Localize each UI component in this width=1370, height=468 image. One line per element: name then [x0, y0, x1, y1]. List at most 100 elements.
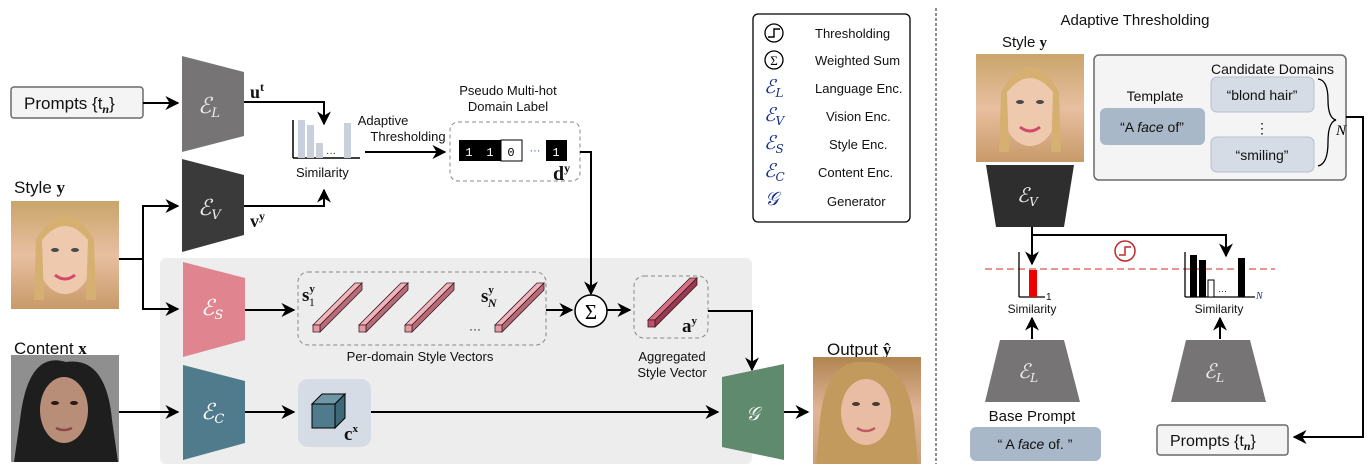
svg-text:ℰL: ℰL	[1204, 359, 1224, 385]
right-language-encoder-candidates: ℰL	[1171, 340, 1266, 402]
style-vector-3	[404, 282, 455, 333]
a-y-label: ay	[682, 315, 698, 337]
domain-bits: 1 1 0 ··· 1	[459, 139, 567, 162]
domain-chip-blond-hair	[1210, 76, 1315, 113]
svg-text:Σ: Σ	[770, 53, 778, 68]
svg-text:ℰS: ℰS	[201, 296, 223, 323]
similarity-chart: ··· Similarity	[292, 120, 360, 180]
svg-text:Candidate Domains: Candidate Domains	[1211, 61, 1334, 77]
candidate-similarity-chart: ··· N Similarity	[1184, 252, 1264, 316]
adaptive-label-2: Thresholding	[370, 129, 445, 144]
similarity-bar	[344, 123, 351, 158]
style-vector-2	[358, 282, 409, 333]
svg-text:ℰC: ℰC	[201, 400, 224, 427]
candidate-bar	[1207, 279, 1215, 298]
svg-text:Σ: Σ	[585, 300, 597, 324]
svg-text:Similarity: Similarity	[1195, 302, 1244, 316]
svg-text:“ A face of. ”: “ A face of. ”	[998, 436, 1073, 452]
right-title: Adaptive Thresholding	[1061, 12, 1210, 29]
base-prompt-chip: “ A face of. ”	[970, 427, 1101, 461]
candidate-bar	[1190, 255, 1197, 297]
output-image	[813, 357, 921, 464]
right-style-label: Style y	[1002, 34, 1048, 51]
aggregated-label-1: Aggregated	[638, 349, 705, 364]
svg-text:1: 1	[486, 146, 493, 160]
output-label: Output ŷ	[827, 340, 892, 359]
base-similarity-chart: 1 Similarity	[1008, 252, 1057, 316]
svg-text:1: 1	[1046, 292, 1052, 303]
similarity-bar	[316, 143, 323, 158]
svg-text:ℰL: ℰL	[1018, 359, 1038, 385]
style-label: Style y	[14, 178, 66, 197]
svg-text:Prompts {tn}: Prompts {tn}	[1170, 433, 1257, 453]
aggregated-vector-bar	[647, 277, 698, 328]
legend-item-vision-enc: ℰV Vision Enc.	[764, 104, 891, 128]
right-vision-encoder: ℰV	[986, 165, 1074, 227]
template-chip	[1100, 108, 1205, 145]
vision-encoder: ℰV	[182, 159, 244, 252]
svg-text:1: 1	[465, 146, 472, 160]
content-encoder: ℰC	[183, 365, 245, 460]
svg-text:ℰV: ℰV	[1017, 183, 1039, 209]
svg-text:Similarity: Similarity	[296, 165, 349, 180]
style-encoder: ℰS	[183, 262, 245, 357]
candidate-bar	[1238, 258, 1245, 297]
svg-text:Similarity: Similarity	[1008, 302, 1057, 316]
similarity-bar	[307, 125, 314, 158]
adaptive-label-1: Adaptive	[358, 113, 409, 128]
svg-text:N: N	[1335, 123, 1347, 139]
svg-text:Thresholding: Thresholding	[815, 26, 890, 41]
similarity-bar	[298, 120, 305, 158]
threshold-icon	[1114, 240, 1136, 262]
svg-text:1: 1	[552, 146, 559, 160]
content-image	[11, 355, 119, 462]
svg-text:𝒢: 𝒢	[765, 188, 782, 210]
svg-text:···: ···	[326, 148, 336, 159]
d-y-label: dy	[553, 161, 570, 185]
svg-text:Style Enc.: Style Enc.	[829, 137, 888, 152]
svg-text:0: 0	[507, 146, 514, 160]
legend-item-style-enc: ℰS Style Enc.	[764, 132, 888, 156]
legend-item-generator: 𝒢 Generator	[765, 188, 886, 210]
step-icon	[764, 23, 784, 43]
svg-text:cx: cx	[344, 423, 358, 445]
style-image	[11, 201, 119, 309]
svg-text:“smiling”: “smiling”	[1236, 147, 1289, 163]
svg-text:Weighted Sum: Weighted Sum	[815, 53, 900, 68]
aggregated-box	[633, 275, 709, 339]
svg-text:Language Enc.: Language Enc.	[815, 81, 902, 96]
svg-text:Template: Template	[1127, 88, 1184, 104]
style-vector-group	[312, 282, 545, 333]
domain-chip-smiling	[1210, 136, 1315, 173]
pseudo-label-1: Pseudo Multi-hot	[459, 83, 557, 98]
content-label: Content x	[14, 339, 87, 358]
sigma-icon	[764, 50, 784, 70]
svg-text:“blond hair”: “blond hair”	[1227, 87, 1298, 103]
base-similarity-bar	[1029, 270, 1037, 297]
pseudo-label-2: Domain Label	[468, 99, 548, 114]
weighted-sum-node: Σ	[574, 294, 608, 328]
svg-text:Vision Enc.: Vision Enc.	[826, 109, 891, 124]
language-encoder: ℰL	[182, 56, 244, 152]
right-language-encoder-base: ℰL	[985, 340, 1080, 402]
svg-text:···: ···	[1218, 286, 1227, 296]
svg-text:ℰL: ℰL	[198, 94, 220, 121]
candidate-bar	[1199, 260, 1206, 297]
style-vector-4	[494, 282, 545, 333]
svg-text:𝒢: 𝒢	[746, 403, 763, 425]
svg-text:N: N	[1255, 291, 1264, 302]
legend-item-thresholding: Thresholding	[764, 23, 890, 43]
svg-text:“A face of”: “A face of”	[1120, 119, 1184, 135]
svg-text:Content Enc.: Content Enc.	[818, 165, 893, 180]
base-prompt-label: Base Prompt	[989, 408, 1077, 425]
content-code: cx	[298, 379, 371, 447]
svg-text:⋮: ⋮	[1255, 120, 1269, 136]
style-vectors-box	[297, 271, 547, 346]
candidate-domains-box: Candidate Domains Template “A face of” “…	[1093, 54, 1347, 181]
right-style-image	[976, 54, 1084, 162]
generator: 𝒢	[722, 364, 784, 460]
vectors-ellipsis: ···	[469, 322, 481, 336]
